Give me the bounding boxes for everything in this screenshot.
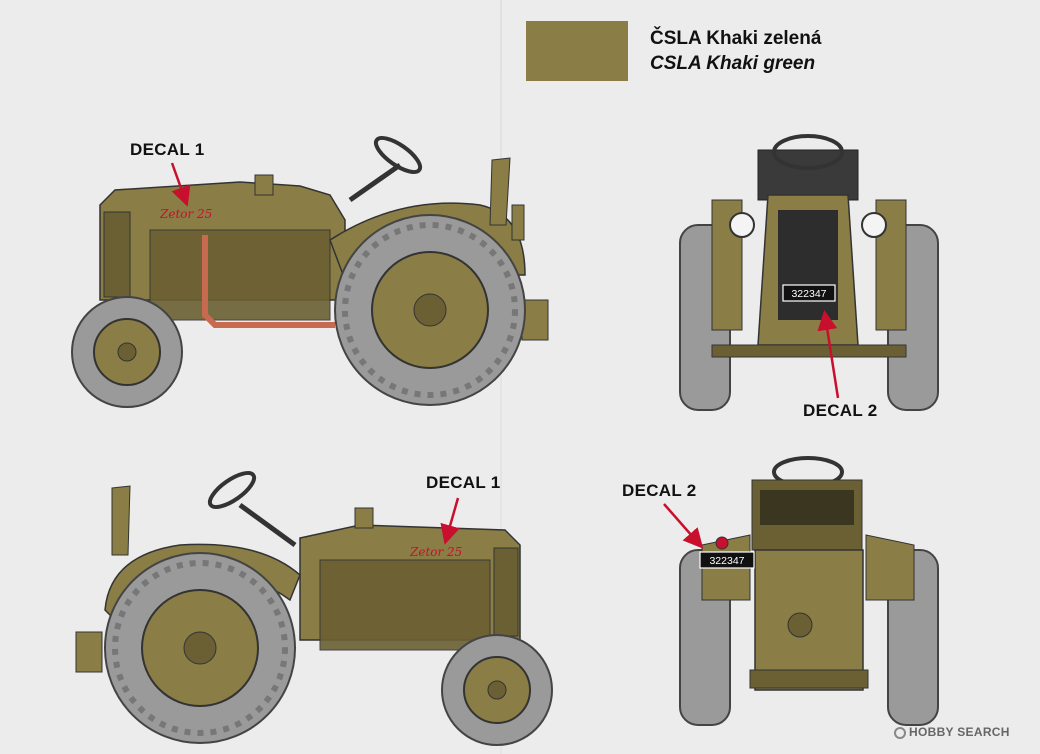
decal-2-arrow-front: [817, 310, 840, 399]
callout-decal-1-left-view: DECAL 1: [130, 140, 205, 159]
zetor-badge-right: Zetor 25: [409, 545, 462, 559]
hobby-search-logo-icon: [894, 727, 906, 739]
decal-2-arrow-rear: [663, 503, 704, 549]
tractor-rear-view: 322347: [663, 456, 939, 726]
callout-decal-2-front-view: DECAL 2: [803, 401, 878, 420]
color-legend: ČSLA Khaki zelená CSLA Khaki green: [650, 26, 821, 76]
zetor-badge-left: Zetor 25: [159, 207, 212, 221]
color-name-english: CSLA Khaki green: [650, 53, 816, 74]
decal-1-arrow-right: [440, 497, 460, 545]
tractor-front-view: 322347: [679, 134, 939, 411]
number-plate-rear: 322347: [709, 555, 744, 567]
tractor-right-side-view: Zetor 25: [75, 470, 553, 746]
page-fold: [500, 0, 502, 754]
tractor-left-side-view: Zetor 25: [71, 135, 549, 408]
color-swatch-khaki: [526, 21, 628, 81]
decal-1-arrow-left: [170, 162, 191, 207]
callout-decal-2-rear-view: DECAL 2: [622, 481, 697, 500]
watermark-text: HOBBY SEARCH: [909, 725, 1010, 739]
color-name-czech: ČSLA Khaki zelená: [650, 28, 822, 49]
callout-decal-1-right-view: DECAL 1: [426, 473, 501, 492]
number-plate-front: 322347: [791, 288, 826, 300]
hobby-search-watermark: HOBBY SEARCH: [894, 725, 1010, 739]
